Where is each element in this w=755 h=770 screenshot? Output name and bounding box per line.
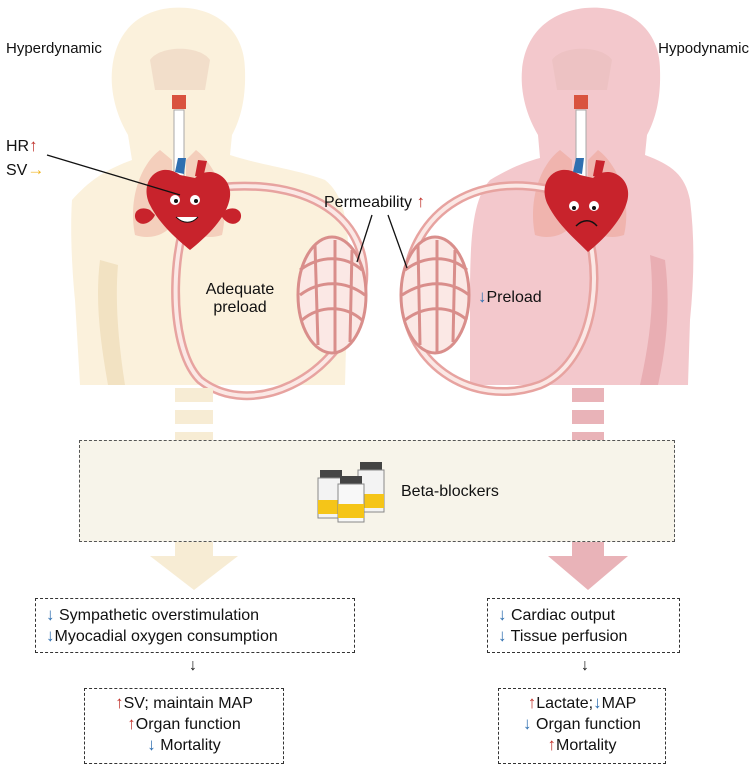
right-outcome-text-1b: MAP: [601, 695, 637, 712]
up-arrow-icon: ↑: [547, 735, 557, 754]
left-flow-arrow: [150, 388, 238, 590]
right-capillary-bed: [399, 235, 471, 355]
right-outcomes-box: ↑Lactate;↓MAP ↓ Organ function ↑Mortalit…: [498, 688, 666, 764]
right-effect-text-2: Tissue perfusion: [510, 628, 628, 645]
up-arrow-icon: ↑: [127, 714, 136, 733]
up-arrow-icon: ↑: [29, 136, 38, 155]
down-arrow-icon: ↓: [189, 657, 197, 674]
hr-label: HR: [6, 138, 30, 155]
left-circulation-loop-inner: [173, 184, 366, 398]
right-flow-arrow: [548, 388, 628, 590]
left-effect-text-1: Sympathetic overstimulation: [58, 607, 260, 624]
hypodynamic-title: Hypodynamic: [658, 40, 749, 57]
hyperdynamic-title: Hyperdynamic: [6, 40, 102, 57]
left-effects-box: ↓ Sympathetic overstimulation ↓Myocadial…: [35, 598, 355, 653]
left-effect-row-2: ↓Myocadial oxygen consumption: [46, 626, 354, 647]
right-effect-row-1: ↓ Cardiac output: [498, 605, 679, 626]
right-heart-icon: [544, 158, 629, 252]
down-arrow-icon: ↓: [498, 626, 507, 645]
up-arrow-icon: ↑: [115, 693, 124, 712]
right-effects-box: ↓ Cardiac output ↓ Tissue perfusion: [487, 598, 680, 653]
hr-indicator: HR↑: [6, 137, 38, 156]
permeability-indicator: Permeability ↑: [324, 193, 425, 212]
sv-label: SV: [6, 162, 28, 179]
left-effect-row-1: ↓ Sympathetic overstimulation: [46, 605, 354, 626]
sv-indicator: SV→: [6, 161, 44, 180]
left-outcome-row-3: ↓ Mortality: [85, 735, 283, 756]
down-arrow-icon: ↓: [46, 626, 55, 645]
preload-label: Preload: [486, 289, 542, 306]
right-effect-text-1: Cardiac output: [510, 607, 616, 624]
right-outcome-row-2: ↓ Organ function: [499, 714, 665, 735]
vials-icon: [317, 462, 385, 523]
up-arrow-icon: ↑: [416, 192, 425, 211]
right-outcome-row-3: ↑Mortality: [499, 735, 665, 756]
permeability-label: Permeability: [324, 194, 413, 211]
pointer-lines: [46, 154, 408, 269]
adequate-preload-line1: Adequate: [205, 281, 275, 298]
adequate-preload-label: Adequate preload: [196, 281, 284, 317]
left-outcome-row-1: ↑SV; maintain MAP: [85, 693, 283, 714]
preload-indicator: ↓Preload: [478, 288, 542, 307]
down-arrow-icon: ↓: [498, 605, 507, 624]
left-outcome-row-2: ↑Organ function: [85, 714, 283, 735]
right-circulation-loop-inner: [402, 183, 596, 394]
left-outcome-text-3: Mortality: [160, 737, 221, 754]
down-arrow-icon: ↓: [147, 735, 156, 754]
down-arrow-icon: ↓: [581, 657, 589, 674]
left-outcomes-box: ↑SV; maintain MAP ↑Organ function ↓ Mort…: [84, 688, 284, 764]
down-arrow-icon: ↓: [478, 287, 487, 306]
beta-blockers-label: Beta-blockers: [401, 483, 499, 500]
down-arrow-icon: ↓: [593, 693, 602, 712]
left-heart-icon: [134, 158, 242, 250]
left-effect-text-2: Myocadial oxygen consumption: [54, 628, 278, 645]
right-outcome-text-1a: Lactate;: [536, 695, 594, 712]
right-arrow-icon: →: [27, 160, 45, 179]
right-outcome-row-1: ↑Lactate;↓MAP: [499, 693, 665, 714]
left-trachea: [150, 48, 210, 181]
right-outcome-text-3: Mortality: [556, 737, 617, 754]
down-arrow-icon: ↓: [46, 605, 55, 624]
left-outcome-text-2: Organ function: [135, 716, 241, 733]
up-arrow-icon: ↑: [527, 693, 537, 712]
right-effect-row-2: ↓ Tissue perfusion: [498, 626, 679, 647]
adequate-preload-line2: preload: [213, 299, 267, 316]
down-arrow-icon: ↓: [523, 714, 532, 733]
left-capillary-bed: [296, 235, 368, 355]
right-outcome-text-2: Organ function: [536, 716, 641, 733]
left-outcome-text-1: SV; maintain MAP: [123, 695, 253, 712]
